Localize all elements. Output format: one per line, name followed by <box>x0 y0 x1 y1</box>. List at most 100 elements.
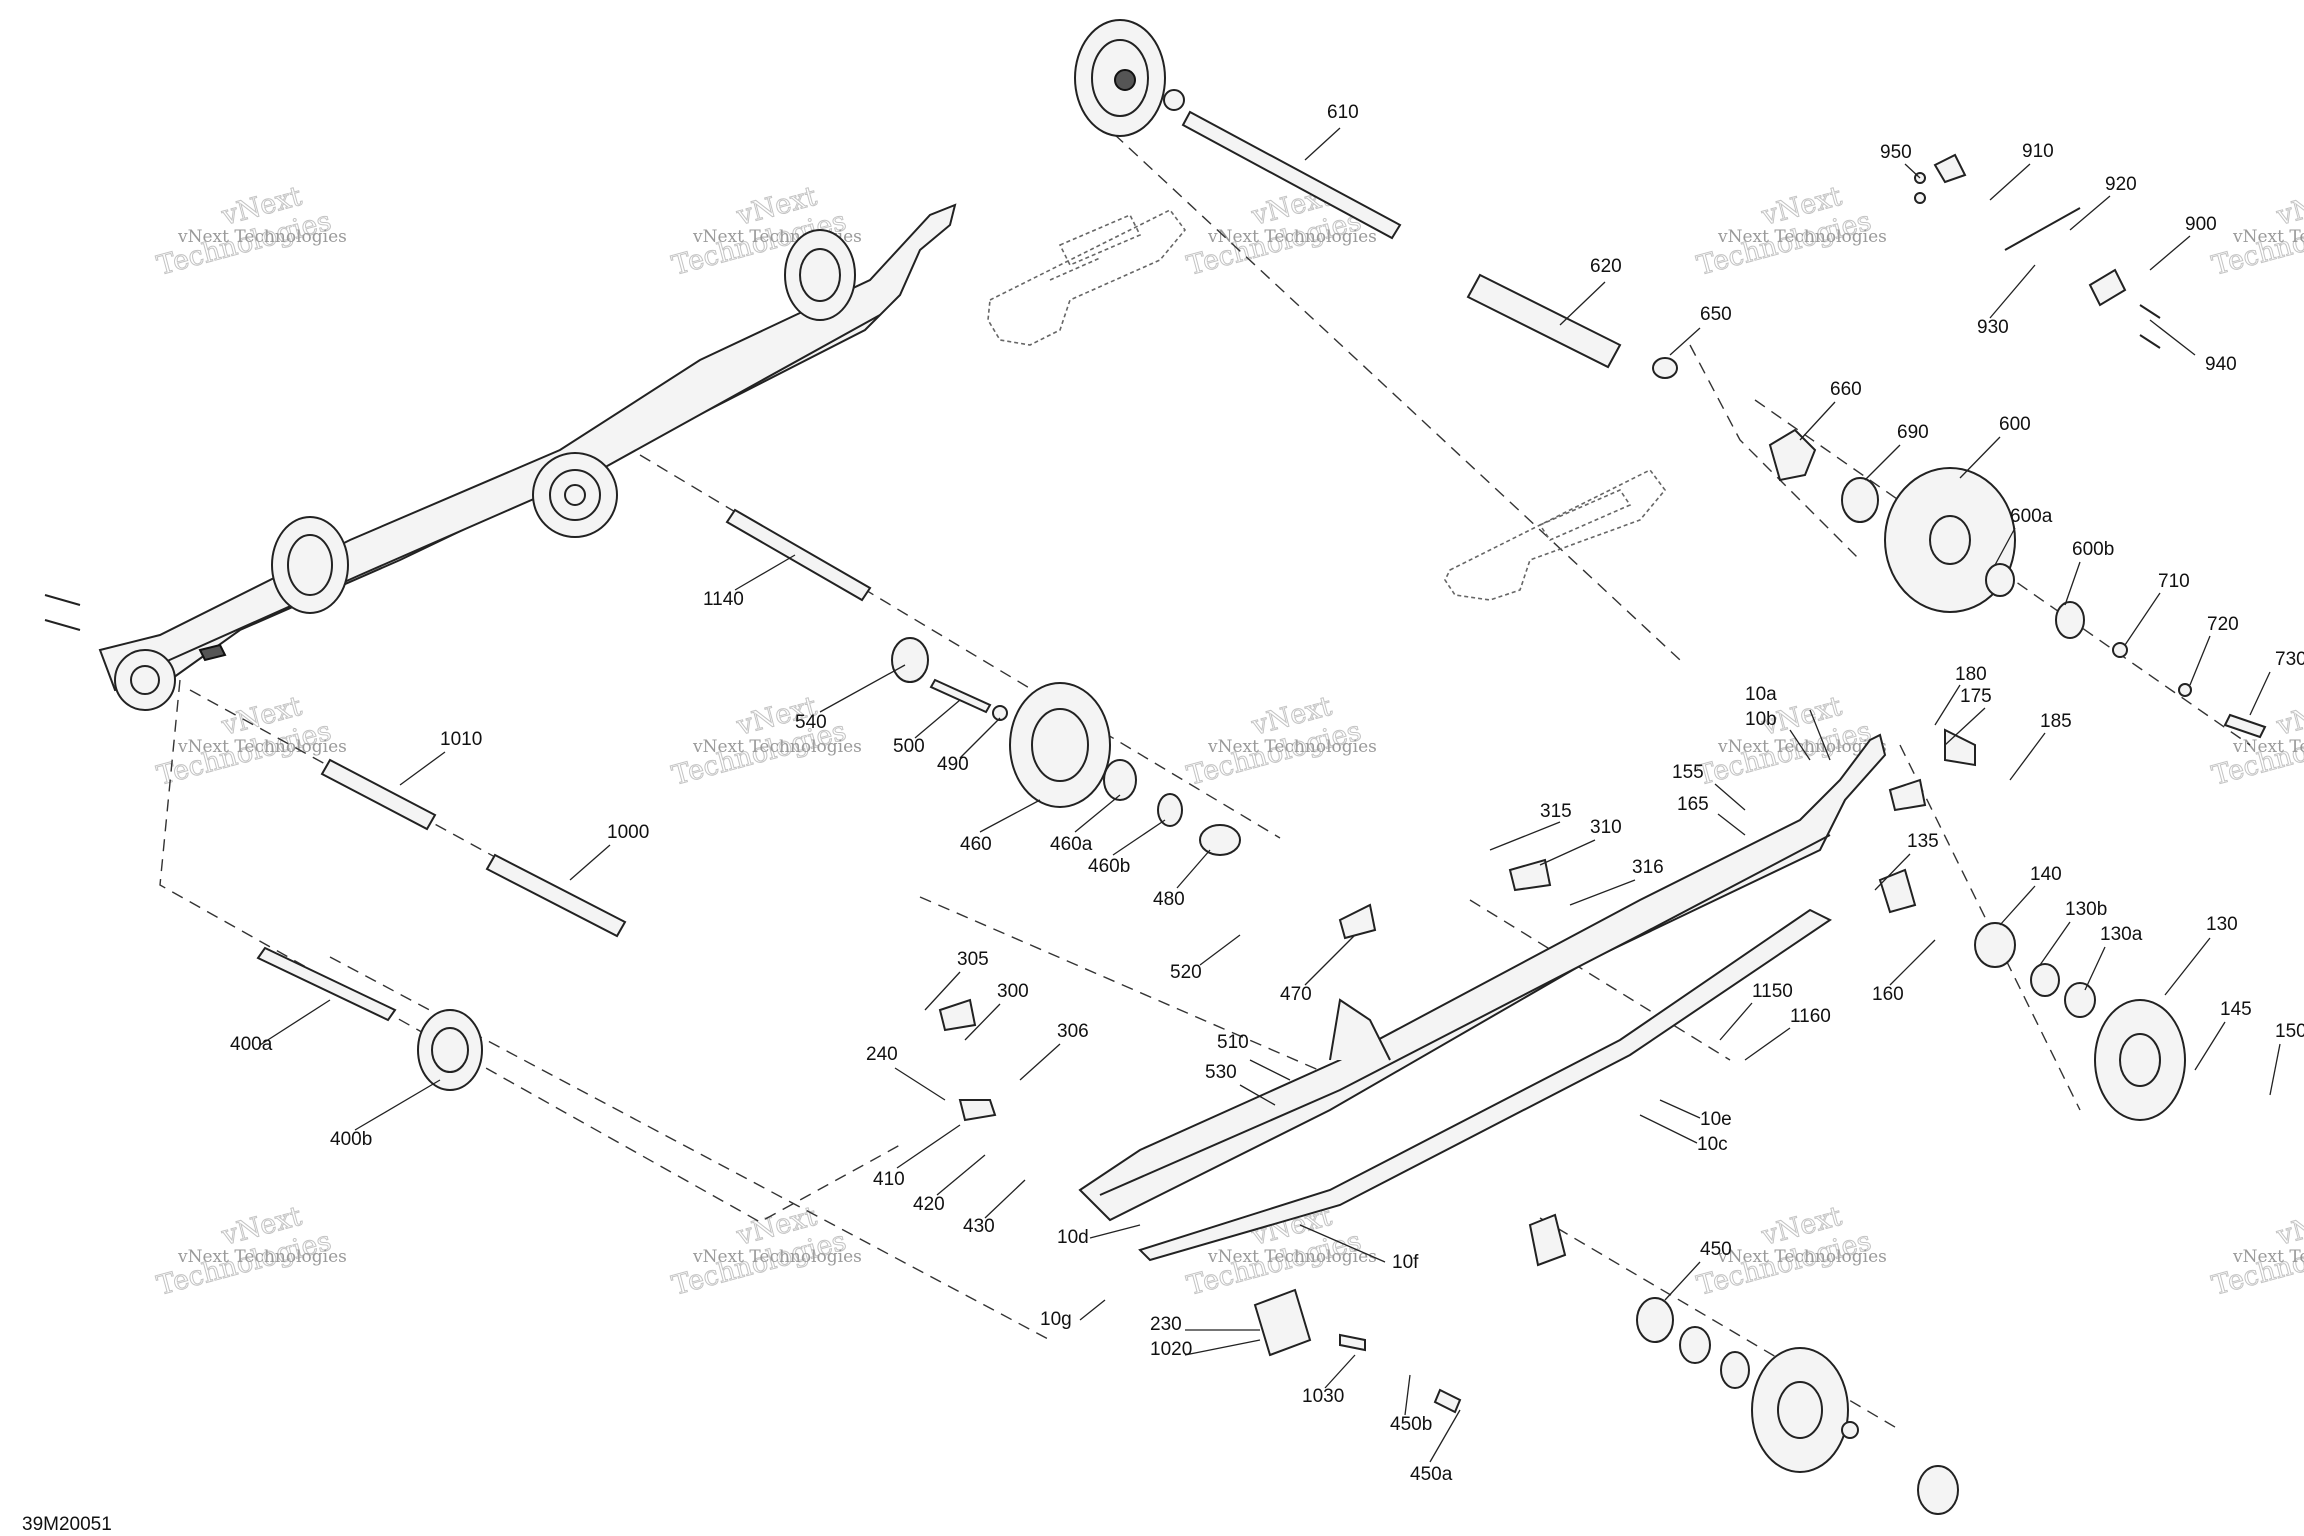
leader-line <box>1874 853 1911 891</box>
callout-450b: 450b <box>1390 1414 1432 1435</box>
callout-10f: 10f <box>1392 1252 1419 1273</box>
leader-line <box>259 999 331 1046</box>
callout-610: 610 <box>1327 102 1359 123</box>
leader-line <box>1659 1099 1701 1119</box>
leader-line <box>734 554 796 591</box>
leader-line <box>1304 127 1341 161</box>
callout-620: 620 <box>1590 256 1622 277</box>
callout-400b: 400b <box>330 1129 372 1150</box>
leader-line <box>1074 794 1121 833</box>
leader-line <box>1989 163 2031 201</box>
leader-line <box>1719 1002 1753 1041</box>
leader-line <box>1489 821 1561 851</box>
leader-line <box>896 1124 961 1169</box>
leader-line <box>1559 281 1606 326</box>
watermark-text: vNext Technologies <box>692 737 862 757</box>
leader-line <box>1989 264 2036 319</box>
leader-line <box>2249 671 2271 716</box>
callout-940: 940 <box>2205 354 2237 375</box>
leader-line <box>2269 1043 2281 1096</box>
callout-530: 530 <box>1205 1062 1237 1083</box>
callout-160: 160 <box>1872 984 1904 1005</box>
callout-310: 310 <box>1590 817 1622 838</box>
leader-line <box>2039 921 2071 966</box>
callout-1150: 1150 <box>1752 981 1793 1002</box>
callout-600b: 600b <box>2072 539 2114 560</box>
callout-540: 540 <box>795 712 827 733</box>
callout-150: 150 <box>2275 1021 2304 1042</box>
callout-720: 720 <box>2207 614 2239 635</box>
callout-240: 240 <box>866 1044 898 1065</box>
leader-line <box>984 1179 1026 1219</box>
leader-line <box>1714 783 1746 811</box>
callout-730: 730 <box>2275 649 2304 670</box>
callout-930: 930 <box>1977 317 2009 338</box>
callout-910: 910 <box>2022 141 2054 162</box>
leader-line <box>1079 1299 1106 1321</box>
watermark-text: vNext Technologies <box>2232 1247 2304 1267</box>
leader-line <box>354 1079 441 1131</box>
watermark-text: vNext Technologies <box>1207 1247 1377 1267</box>
callout-1160: 1160 <box>1790 1006 1831 1027</box>
leader-line <box>1176 849 1211 889</box>
callout-1030: 1030 <box>1302 1386 1344 1407</box>
leader-line <box>1112 819 1166 856</box>
callout-600: 600 <box>1999 414 2031 435</box>
callout-510: 510 <box>1217 1032 1249 1053</box>
shafts-group <box>256 508 872 1091</box>
leader-line <box>1199 934 1241 966</box>
leader-line <box>1809 709 1831 761</box>
leader-line <box>894 1067 946 1101</box>
leader-line <box>2084 946 2106 991</box>
leader-line <box>1089 1224 1141 1239</box>
leader-line <box>1669 327 1701 356</box>
callout-1000: 1000 <box>607 822 649 843</box>
callout-950: 950 <box>1880 142 1912 163</box>
leader-line <box>1904 163 1921 179</box>
callout-900: 900 <box>2185 214 2217 235</box>
callout-430: 430 <box>963 1216 995 1237</box>
callout-145: 145 <box>2220 999 2252 1020</box>
leader-line <box>2064 561 2081 606</box>
callout-450a: 450a <box>1410 1464 1453 1485</box>
callout-315: 315 <box>1540 801 1572 822</box>
watermark-text: vNext <box>2273 181 2304 232</box>
leader-line <box>959 717 1001 759</box>
callout-130a: 130a <box>2100 924 2143 945</box>
leader-line <box>1299 1224 1386 1263</box>
leader-line <box>1019 1043 1061 1081</box>
callout-10g: 10g <box>1040 1309 1072 1330</box>
leader-line <box>1799 401 1836 441</box>
leader-line <box>1959 436 2001 479</box>
callout-710: 710 <box>2158 571 2190 592</box>
leader-line <box>2009 732 2046 781</box>
callout-490: 490 <box>937 754 969 775</box>
watermark-text: vNext Technologies <box>177 1247 347 1267</box>
callout-650: 650 <box>1700 304 1732 325</box>
callout-1140: 1140 <box>703 589 744 610</box>
callout-450: 450 <box>1700 1239 1732 1260</box>
leader-line <box>1429 1409 1461 1463</box>
right-rail-assembly <box>1078 733 1887 1262</box>
watermark-text: vNext Technologies <box>177 737 347 757</box>
callout-460b: 460b <box>1088 856 1130 877</box>
leader-line <box>1304 934 1356 986</box>
leader-line <box>1864 444 1901 481</box>
leader-line <box>1944 707 1986 746</box>
watermark-text: vNext Technologies <box>1717 227 1887 247</box>
callout-10c: 10c <box>1697 1134 1728 1155</box>
leader-line <box>1239 1084 1276 1106</box>
callout-305: 305 <box>957 949 989 970</box>
callout-920: 920 <box>2105 174 2137 195</box>
callout-480: 480 <box>1153 889 1185 910</box>
leader-line <box>2149 235 2191 271</box>
leader-line <box>2164 937 2211 996</box>
